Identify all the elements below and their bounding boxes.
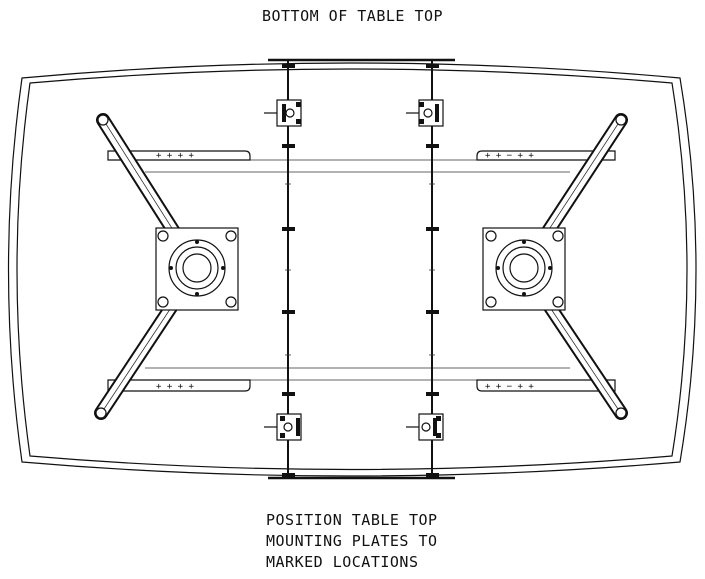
mounting-plate-top-right: + + − + + <box>476 150 616 161</box>
clamp-bracket-top-left <box>264 99 302 127</box>
svg-text:+ + + +: + + + + <box>156 382 195 392</box>
center-support-bars <box>268 58 455 480</box>
mounting-plate-bottom-right: + + − + + <box>476 379 616 392</box>
clamp-bracket-top-right <box>406 99 444 127</box>
svg-text:+ + − + +: + + − + + <box>485 382 534 392</box>
instruction-note: POSITION TABLE TOP MOUNTING PLATES TO MA… <box>266 510 438 573</box>
right-x-base <box>482 113 628 420</box>
clamp-bracket-bottom-left <box>264 413 302 441</box>
instruction-line-3: MARKED LOCATIONS <box>266 553 419 571</box>
table-top-outline <box>7 62 697 477</box>
mounting-plate-bottom-left: + + + + <box>107 379 251 392</box>
svg-text:+ + + +: + + + + <box>156 151 195 161</box>
instruction-line-2: MOUNTING PLATES TO <box>266 532 438 550</box>
mounting-plate-top-left: + + + + <box>107 150 251 161</box>
diagram-title: BOTTOM OF TABLE TOP <box>261 7 444 25</box>
clamp-bracket-bottom-right <box>406 413 444 441</box>
left-x-base <box>94 113 239 420</box>
svg-text:+ + − + +: + + − + + <box>485 151 534 161</box>
instruction-line-1: POSITION TABLE TOP <box>266 511 438 529</box>
